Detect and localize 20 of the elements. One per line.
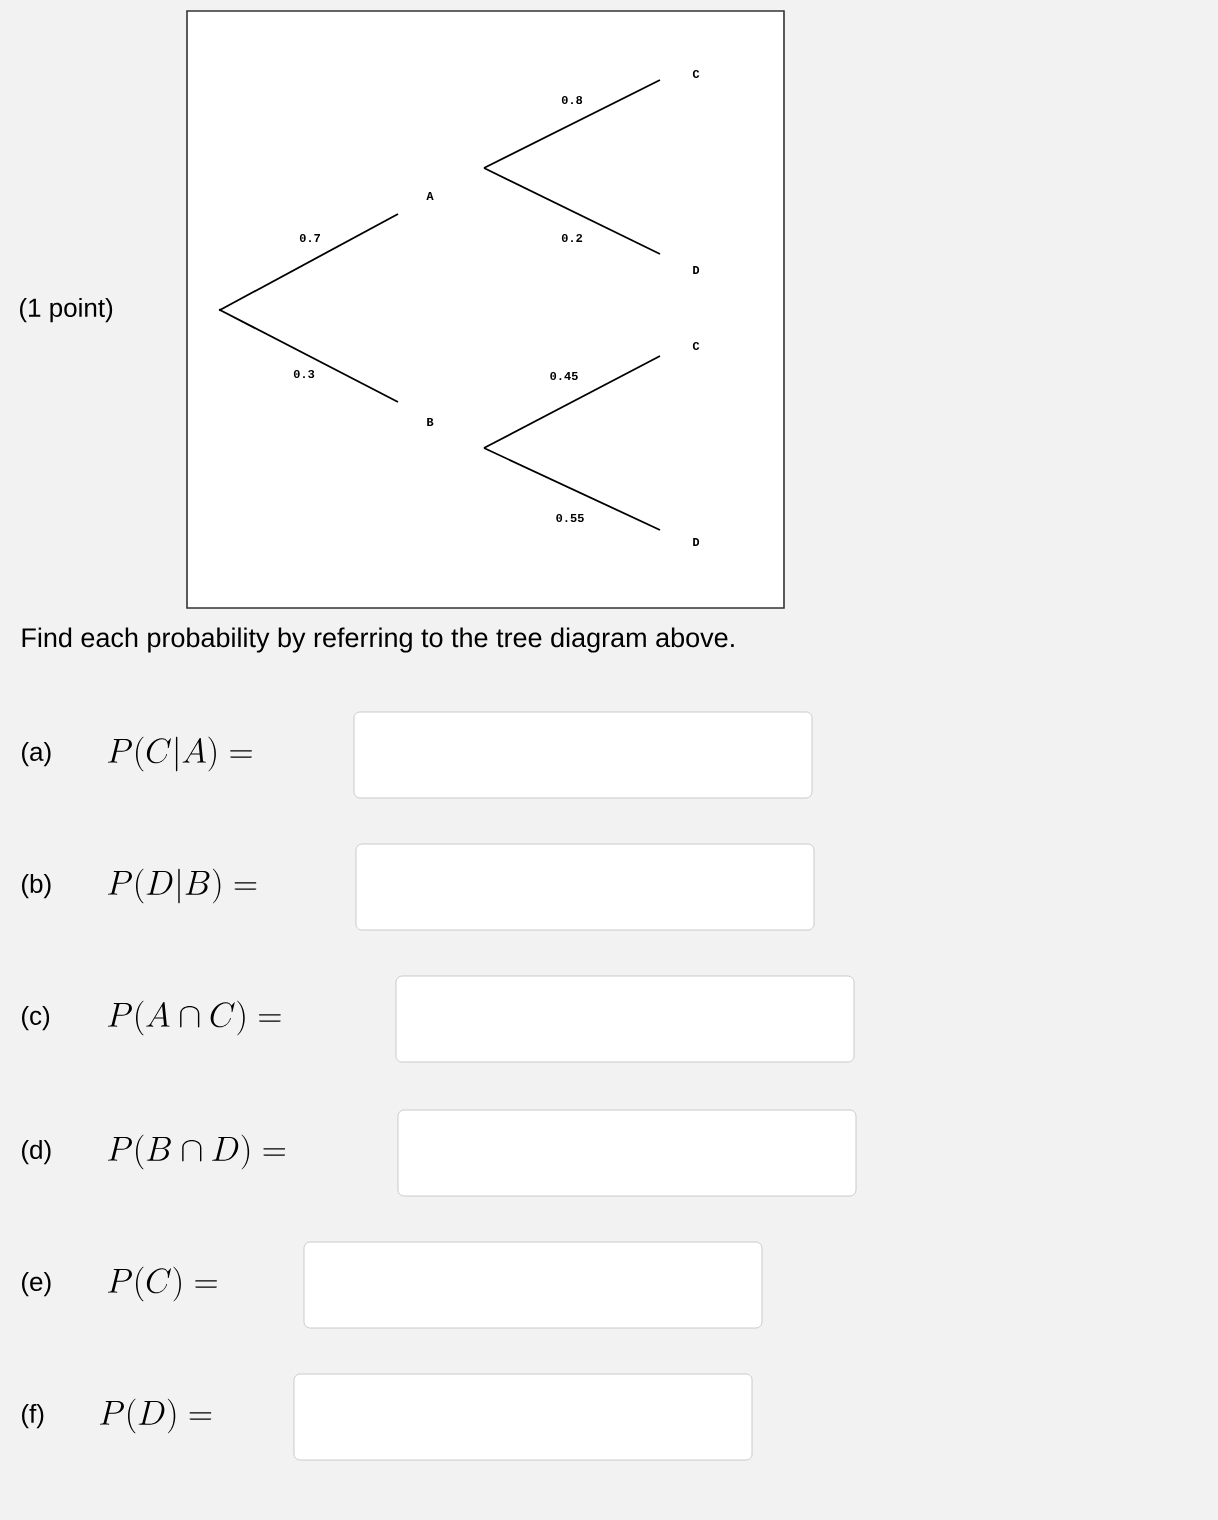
probability-expression: $P(B\cap D) =$ [108,1134,286,1170]
part-letter: (b) [22,873,51,899]
part-letter: (d) [22,1139,51,1165]
probability-expression: $P(C) =$ [108,1266,217,1302]
branch-line [219,213,399,311]
points-label: (1 point) [20,297,113,323]
branch-line [483,447,661,531]
part-letter: (f) [22,1403,44,1429]
part-letter: (a) [22,741,51,767]
probability-expression: $P(D|B) =$ [108,868,257,904]
branch-line [483,79,661,169]
branch-line [483,167,661,255]
instruction-text: Find each probability by referring to the tree diagram above. [22,627,734,653]
probability-expression: $P(D) =$ [100,1398,212,1434]
probability-expression: $P(C|A) =$ [108,736,252,772]
branch-line [483,355,661,449]
part-letter: (e) [22,1271,51,1297]
branch-line [219,309,399,403]
probability-expression: $P(A\cap C) =$ [108,1000,281,1036]
part-letter: (c) [22,1005,50,1031]
